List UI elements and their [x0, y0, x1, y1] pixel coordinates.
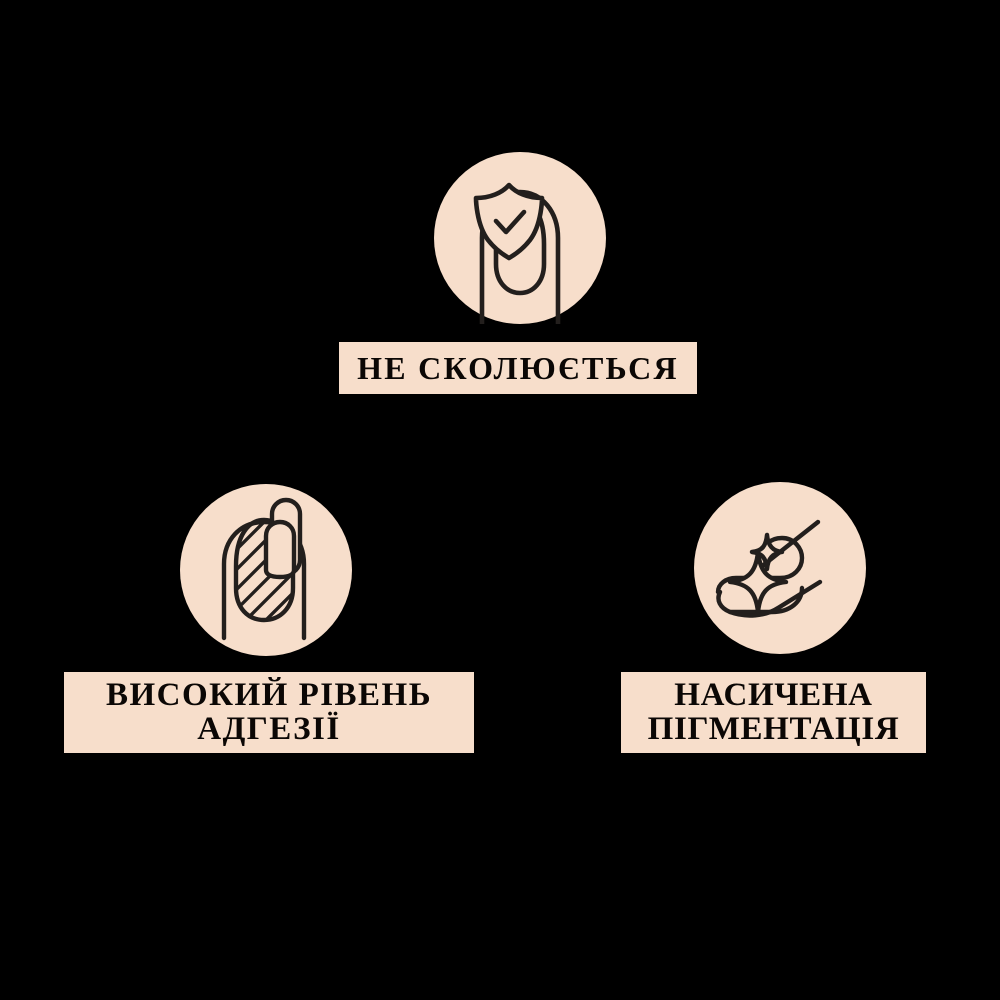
nail-brush-sparkle-icon — [694, 482, 866, 654]
feature-pigment-label: НАСИЧЕНА ПІГМЕНТАЦІЯ — [647, 676, 900, 747]
feature-pigment-label-box: НАСИЧЕНА ПІГМЕНТАЦІЯ — [621, 672, 926, 753]
feature-chip-label-box: НЕ СКОЛЮЄТЬСЯ — [339, 342, 697, 394]
nail-striped-brush-icon — [180, 484, 352, 656]
feature-adhesion-label: ВИСОКИЙ РІВЕНЬ АДГЕЗІЇ — [106, 676, 432, 747]
feature-adhesion-label-box: ВИСОКИЙ РІВЕНЬ АДГЕЗІЇ — [64, 672, 474, 753]
feature-chip-label: НЕ СКОЛЮЄТЬСЯ — [357, 349, 679, 386]
nail-shield-check-icon — [434, 152, 606, 324]
